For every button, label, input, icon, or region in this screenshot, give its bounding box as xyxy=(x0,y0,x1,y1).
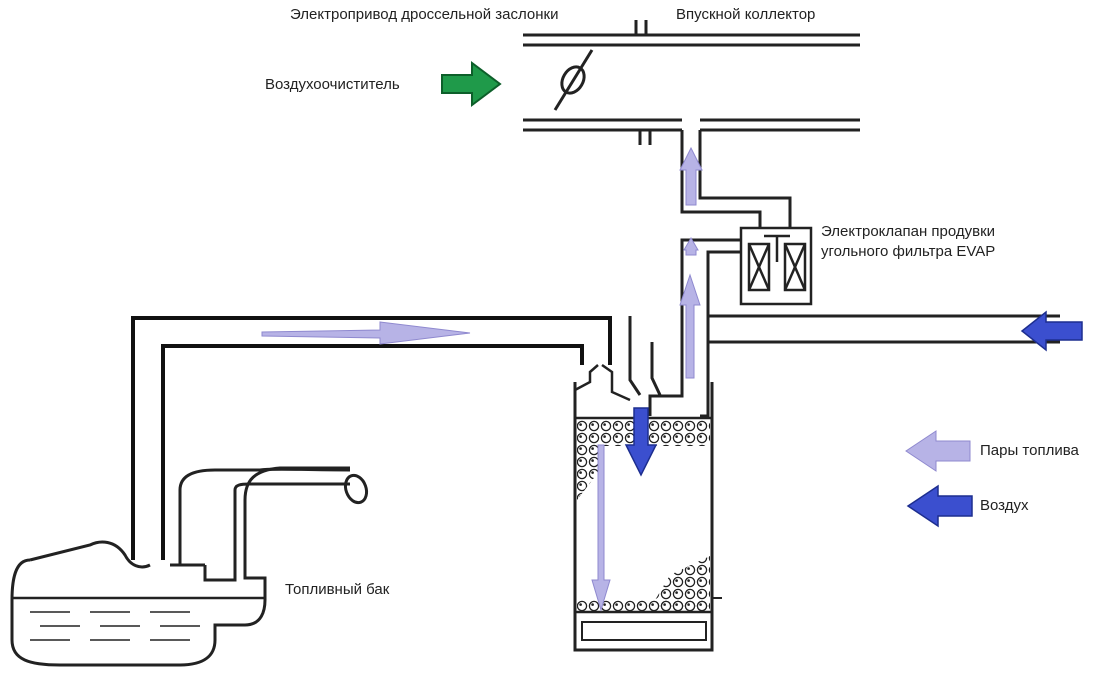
vapor-flow-arrows xyxy=(261,146,703,612)
legend-air-arrow xyxy=(906,484,973,528)
intake-manifold xyxy=(523,20,860,145)
fresh-air-pipe xyxy=(628,314,1060,396)
purge-line-upper xyxy=(680,130,792,228)
label-throttle-actuator: Электропривод дроссельной заслонки xyxy=(290,6,559,23)
legend-vapor-label: Пары топлива xyxy=(980,442,1079,459)
air-flow-arrows xyxy=(624,310,1083,477)
evap-purge-solenoid xyxy=(739,226,813,306)
air-cleaner-arrow xyxy=(441,61,502,107)
legend-vapor-arrow xyxy=(905,430,971,472)
label-fuel-tank: Топливный бак xyxy=(285,581,390,598)
legend-air-label: Воздух xyxy=(980,497,1029,514)
purge-line-lower xyxy=(648,238,741,418)
vapor-line xyxy=(131,316,612,560)
throttle-valve xyxy=(553,49,594,111)
label-intake-manifold: Впускной коллектор xyxy=(676,6,816,23)
label-purge-valve-2: угольного фильтра EVAP xyxy=(821,243,996,260)
fuel-tank xyxy=(10,466,369,667)
label-air-cleaner: Воздухоочиститель xyxy=(265,76,400,93)
label-purge-valve-1: Электроклапан продувки xyxy=(821,223,996,240)
